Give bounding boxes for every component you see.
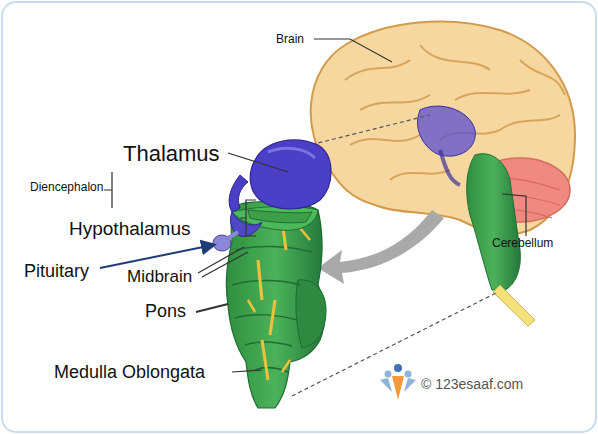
group-label: Diencephalon <box>30 181 103 193</box>
diencephalon-structures <box>213 140 331 251</box>
site-logo <box>380 364 416 400</box>
leader-lines <box>104 39 526 372</box>
part-label: Hypothalamus <box>69 219 190 238</box>
projection-line <box>298 115 430 148</box>
pituitary-arrow <box>100 245 213 268</box>
whole-brain <box>311 22 575 326</box>
part-label: Midbrain <box>127 268 192 285</box>
part-label: Thalamus <box>123 143 220 165</box>
part-label: Medulla Oblongata <box>54 363 205 381</box>
part-label: Cerebellum <box>492 237 553 249</box>
part-label: Pituitary <box>24 262 89 280</box>
part-label: Pons <box>145 302 186 320</box>
part-label: Brain <box>276 33 304 45</box>
zoom-arrow <box>318 210 444 284</box>
enlarged-brainstem <box>226 202 326 408</box>
watermark: © 123esaaf.com <box>421 377 523 391</box>
